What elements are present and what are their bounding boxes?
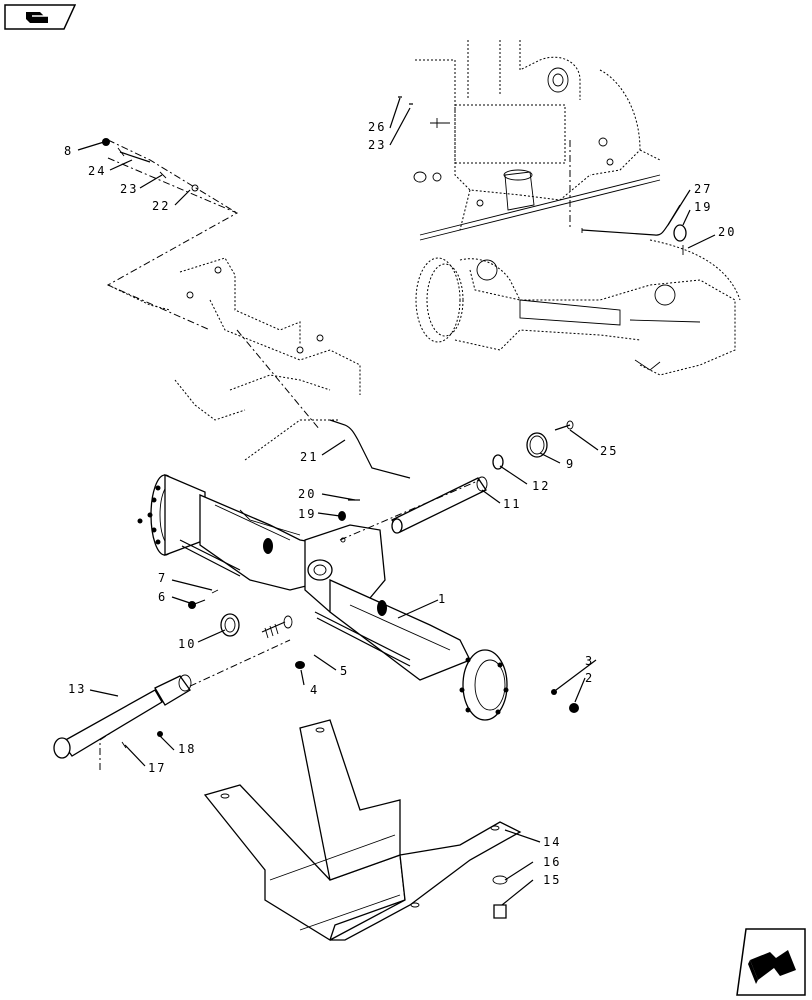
callout-9: 9	[566, 457, 575, 471]
hydraulic-line-27	[581, 204, 681, 236]
callout-6: 6	[158, 590, 167, 604]
callout-16: 16	[543, 855, 561, 869]
callout-22: 22	[152, 199, 170, 213]
callout-14: 14	[543, 835, 561, 849]
callout-19-upper: 19	[694, 200, 712, 214]
tractor-frame-phantom	[413, 40, 661, 241]
callout-11: 11	[503, 497, 521, 511]
callout-20-upper: 20	[718, 225, 736, 239]
leader-lines	[77, 96, 716, 906]
callout-19-lower: 19	[298, 507, 316, 521]
callout-2: 2	[585, 671, 594, 685]
callout-labels: 1 2 3 4 5 6 7 8 9 10 11 12 13 14 15 16 1…	[64, 120, 736, 887]
callout-20-lower: 20	[298, 487, 316, 501]
callout-27: 27	[694, 182, 712, 196]
callout-24: 24	[88, 164, 106, 178]
hydraulic-line-21	[329, 419, 411, 479]
callout-3: 3	[585, 654, 594, 668]
front-axle-phantom	[415, 239, 741, 376]
rear-axle-assembly	[137, 474, 509, 721]
callout-23-left: 23	[120, 182, 138, 196]
bracket-frame-phantom	[106, 157, 411, 479]
next-page-arrow-icon[interactable]	[736, 928, 806, 996]
hardware-top-left	[102, 138, 238, 214]
callout-7: 7	[158, 571, 167, 585]
callout-13: 13	[68, 682, 86, 696]
callout-21: 21	[300, 450, 318, 464]
callout-25: 25	[600, 444, 618, 458]
callout-17: 17	[148, 761, 166, 775]
pivot-pin-parts	[338, 420, 574, 541]
callout-23-top: 23	[368, 138, 386, 152]
callout-4: 4	[310, 683, 319, 697]
callout-12: 12	[532, 479, 550, 493]
callout-5: 5	[340, 664, 349, 678]
callout-10: 10	[178, 637, 196, 651]
guard-14	[203, 719, 522, 941]
callout-15: 15	[543, 873, 561, 887]
callout-26: 26	[368, 120, 386, 134]
callout-18: 18	[178, 742, 196, 756]
callout-1: 1	[438, 592, 447, 606]
driveshaft-13	[53, 674, 192, 759]
bolt-2-3	[551, 689, 579, 713]
book-arrow-icon[interactable]	[4, 4, 77, 30]
callout-8: 8	[64, 144, 73, 158]
